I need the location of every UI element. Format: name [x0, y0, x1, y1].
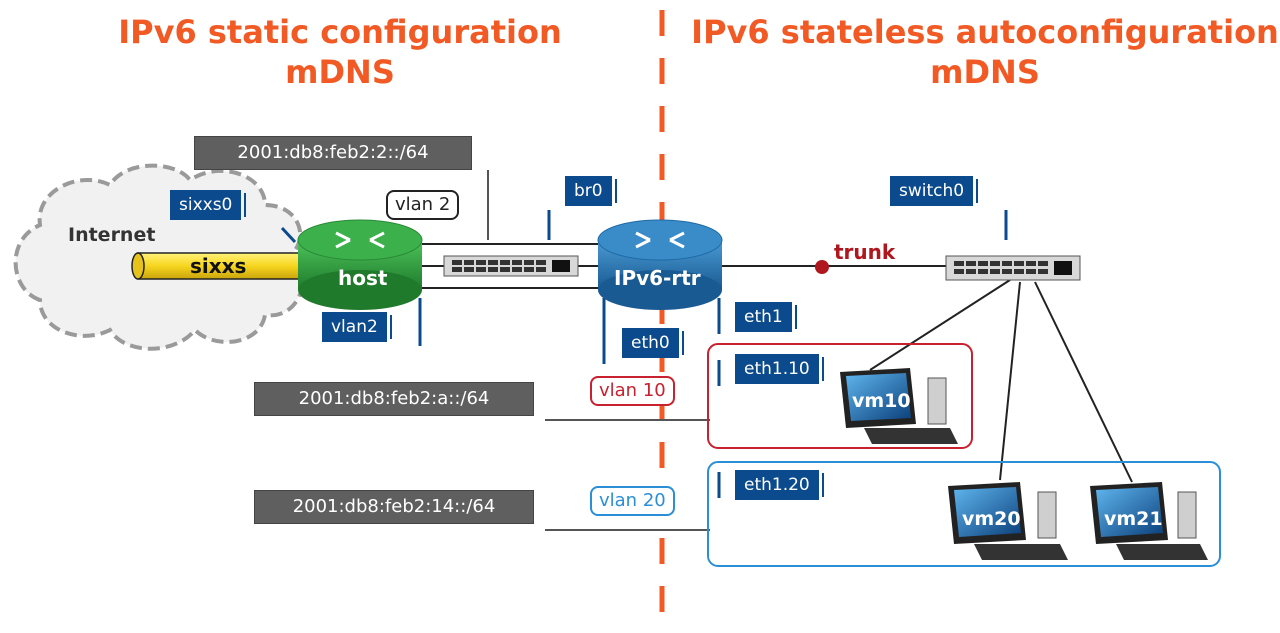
- left-title-line1: IPv6 static configuration: [118, 13, 562, 51]
- iface-vlan2: vlan2: [322, 312, 392, 342]
- internet-label: Internet: [68, 224, 156, 246]
- vlan20-group-box: [707, 461, 1221, 567]
- iface-br0: br0: [565, 176, 617, 206]
- host-label: host: [338, 266, 388, 290]
- trunk-dot: [815, 260, 829, 274]
- iface-eth0: eth0: [622, 328, 684, 358]
- vm21-label: vm21: [1104, 508, 1163, 530]
- callout-vlan20: vlan 20: [590, 486, 675, 516]
- vm21-computer-icon: [1090, 482, 1208, 560]
- vm20-label: vm20: [962, 508, 1021, 530]
- sixxs-tunnel: [131, 252, 301, 280]
- interface-ticks: [280, 210, 1008, 498]
- iface-eth1-10: eth1.10: [735, 354, 824, 384]
- tunnel-label: sixxs: [190, 254, 247, 278]
- trunk-label: trunk: [834, 240, 896, 264]
- left-title-line2: mDNS: [285, 53, 395, 91]
- iface-eth1: eth1: [735, 302, 797, 332]
- iface-sixxs0: sixxs0: [170, 190, 247, 220]
- ipv6-router-icon: [597, 219, 723, 310]
- vm10-label: vm10: [852, 390, 911, 412]
- callout-vlan2: vlan 2: [386, 190, 460, 220]
- switch0-icon: [945, 255, 1081, 281]
- prefix-label-2: 2001:db8:feb2:2::/64: [194, 136, 472, 170]
- iface-eth1-20: eth1.20: [735, 470, 824, 500]
- vlan10-group-box: [707, 343, 973, 449]
- prefix-label-14: 2001:db8:feb2:14::/64: [254, 490, 534, 524]
- prefix-label-a: 2001:db8:feb2:a::/64: [254, 382, 534, 416]
- iface-switch0: switch0: [890, 176, 979, 206]
- bridge-switch-icon: [443, 255, 579, 277]
- right-title-line2: mDNS: [930, 53, 1040, 91]
- vm10-computer-icon: [840, 368, 958, 444]
- left-title: IPv6 static configuration mDNS: [60, 12, 620, 92]
- vm20-computer-icon: [948, 482, 1068, 560]
- ipv6-rtr-label: IPv6-rtr: [614, 266, 701, 290]
- host-router-icon: [297, 219, 423, 310]
- right-title-line1: IPv6 stateless autoconfiguration: [691, 13, 1279, 51]
- right-title: IPv6 stateless autoconfiguration mDNS: [690, 12, 1280, 92]
- callout-vlan10: vlan 10: [590, 376, 675, 406]
